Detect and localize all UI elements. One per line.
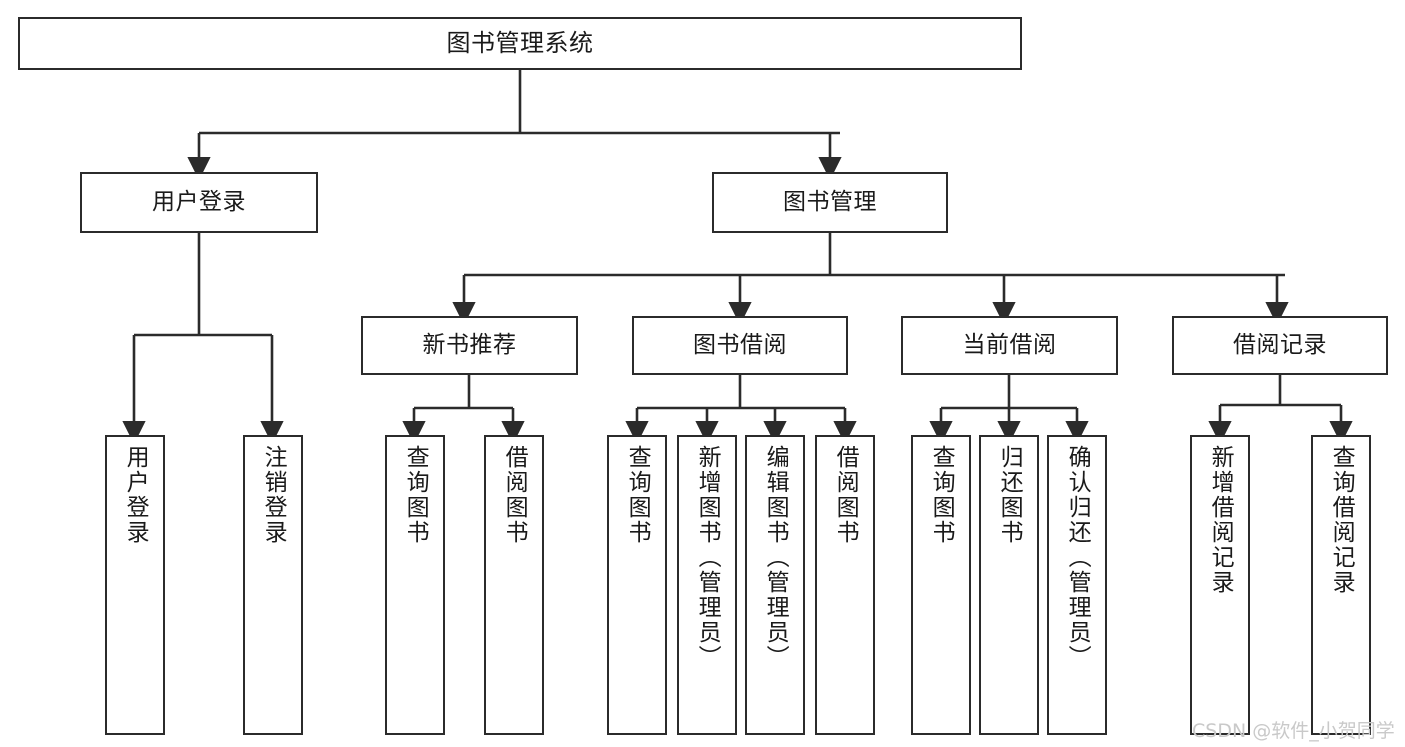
leaf-user-login-signout[interactable]: 注销登录 bbox=[243, 435, 303, 735]
leaf-borrow-record-query[interactable]: 查询借阅记录 bbox=[1311, 435, 1371, 735]
node-label: 查询图书 bbox=[928, 445, 955, 545]
node-label: 新增图书（管理员） bbox=[694, 445, 721, 670]
leaf-book-borrow-add[interactable]: 新增图书（管理员） bbox=[677, 435, 737, 735]
leaf-current-borrow-return[interactable]: 归还图书 bbox=[979, 435, 1039, 735]
node-label: 注销登录 bbox=[260, 445, 287, 545]
node-current-borrow[interactable]: 当前借阅 bbox=[901, 316, 1118, 375]
node-label: 图书借阅 bbox=[693, 331, 787, 358]
leaf-borrow-record-add[interactable]: 新增借阅记录 bbox=[1190, 435, 1250, 735]
leaf-new-book-query[interactable]: 查询图书 bbox=[385, 435, 445, 735]
node-label: 查询借阅记录 bbox=[1328, 445, 1355, 595]
node-book-management[interactable]: 图书管理 bbox=[712, 172, 948, 233]
node-label: 用户登录 bbox=[122, 445, 149, 545]
node-label: 归还图书 bbox=[996, 445, 1023, 545]
node-label: 借阅记录 bbox=[1233, 331, 1327, 358]
leaf-current-borrow-query[interactable]: 查询图书 bbox=[911, 435, 971, 735]
leaf-book-borrow-query[interactable]: 查询图书 bbox=[607, 435, 667, 735]
leaf-book-borrow-lend[interactable]: 借阅图书 bbox=[815, 435, 875, 735]
node-label: 借阅图书 bbox=[501, 445, 528, 545]
leaf-book-borrow-edit[interactable]: 编辑图书（管理员） bbox=[745, 435, 805, 735]
node-label: 新书推荐 bbox=[422, 331, 517, 358]
node-label: 确认归还（管理员） bbox=[1064, 445, 1091, 670]
leaf-user-login-signin[interactable]: 用户登录 bbox=[105, 435, 165, 735]
node-label: 查询图书 bbox=[624, 445, 651, 545]
node-label: 图书管理 bbox=[783, 188, 877, 215]
node-root-system[interactable]: 图书管理系统 bbox=[18, 17, 1022, 70]
node-label: 借阅图书 bbox=[832, 445, 859, 545]
leaf-new-book-borrow[interactable]: 借阅图书 bbox=[484, 435, 544, 735]
node-borrow-record[interactable]: 借阅记录 bbox=[1172, 316, 1388, 375]
node-label: 图书管理系统 bbox=[446, 29, 594, 58]
node-book-borrow[interactable]: 图书借阅 bbox=[632, 316, 848, 375]
node-label: 查询图书 bbox=[402, 445, 429, 545]
csdn-watermark: CSDN @软件_小贺同学 bbox=[1192, 720, 1395, 742]
node-user-login[interactable]: 用户登录 bbox=[80, 172, 318, 233]
node-label: 当前借阅 bbox=[962, 331, 1057, 358]
node-new-book-recommend[interactable]: 新书推荐 bbox=[361, 316, 578, 375]
node-label: 编辑图书（管理员） bbox=[762, 445, 789, 670]
node-label: 用户登录 bbox=[152, 188, 246, 215]
leaf-current-borrow-confirm-return[interactable]: 确认归还（管理员） bbox=[1047, 435, 1107, 735]
node-label: 新增借阅记录 bbox=[1207, 445, 1234, 595]
